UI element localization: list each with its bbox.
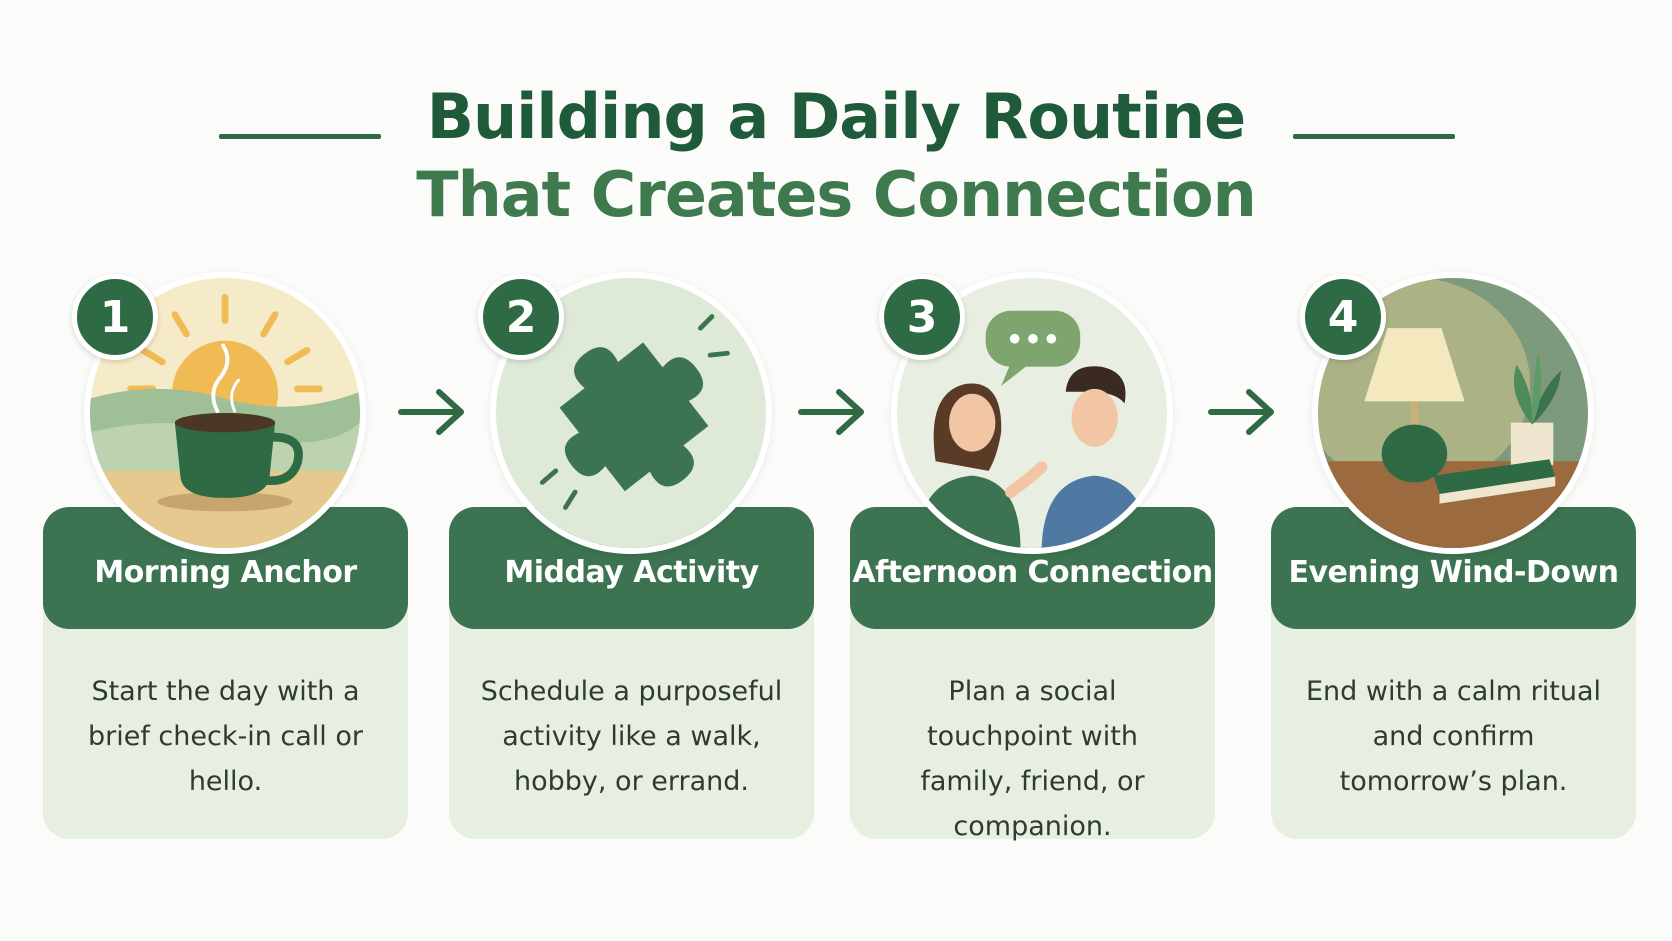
step-title: Evening Wind-Down bbox=[1288, 554, 1619, 590]
title-decor-line-right bbox=[1293, 134, 1455, 139]
conversation-icon bbox=[891, 272, 1173, 554]
step-title: Midday Activity bbox=[504, 554, 759, 590]
step-description: End with a calm ritual and confirm tomor… bbox=[1305, 676, 1601, 797]
arrow-right-icon bbox=[797, 386, 869, 438]
title-line-2: That Creates Connection bbox=[416, 158, 1256, 231]
arrow-right-icon bbox=[397, 386, 469, 438]
step-number-badge: 4 bbox=[1300, 274, 1386, 360]
title-decor-line-left bbox=[219, 134, 381, 139]
step-number-badge: 1 bbox=[72, 274, 158, 360]
step-description: Schedule a purposeful activity like a wa… bbox=[480, 676, 783, 797]
step-header: Afternoon Connection bbox=[850, 507, 1215, 629]
step-number-badge: 3 bbox=[879, 274, 965, 360]
step-title: Morning Anchor bbox=[94, 554, 357, 590]
step-number-badge: 2 bbox=[478, 274, 564, 360]
title-line-1: Building a Daily Routine bbox=[426, 80, 1246, 153]
step-description: Plan a social touchpoint with family, fr… bbox=[920, 676, 1145, 842]
arrow-right-icon bbox=[1207, 386, 1279, 438]
step-description: Start the day with a brief check-in call… bbox=[87, 676, 364, 797]
step-title: Afternoon Connection bbox=[852, 554, 1213, 590]
page-title: Building a Daily Routine That Creates Co… bbox=[0, 78, 1672, 234]
